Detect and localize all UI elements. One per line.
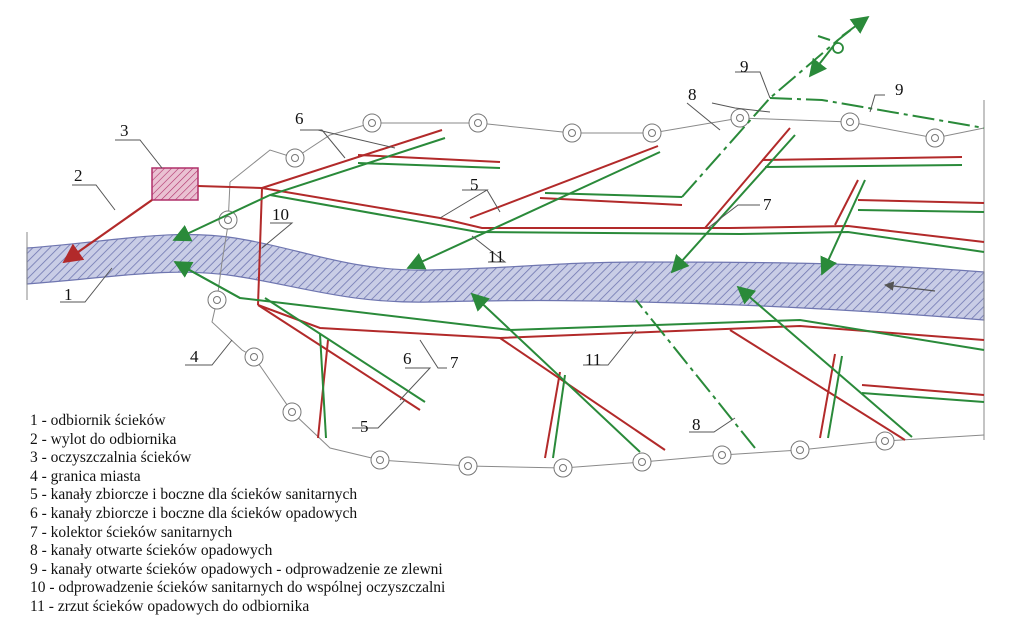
callout-10: 10 [272,205,289,224]
channel-node [832,42,844,54]
outflow-arrow [841,15,870,37]
legend-item: 6 - kanały zbiorcze i boczne dla ścieków… [30,504,358,522]
manhole-circle-icon [244,347,264,367]
sanitary-link-to-plant [197,185,263,189]
manhole-circle-icon [218,210,238,230]
manhole-circle-icon [362,113,382,133]
manhole-circle-icon [285,148,305,168]
manhole-circle-icon [282,402,302,422]
callout-8-a: 8 [688,85,697,104]
callout-11-a: 11 [488,247,504,266]
callout-8-b: 8 [692,415,701,434]
callout-2: 2 [74,166,83,185]
callout-9-a: 9 [740,57,749,76]
legend-item: 1 - odbiornik ścieków [30,412,166,429]
legend-item: 4 - granica miasta [30,467,141,485]
manhole-circle-icon [370,450,390,470]
callout-6-a: 6 [295,109,304,128]
legend: 1 - odbiornik ścieków 2 - wylot do odbio… [30,412,670,617]
callout-numbers: 1 2 3 4 5 5 5 6 6 7 7 7 8 8 9 9 10 11 11 [64,57,904,436]
river-receiver [26,233,985,321]
legend-item: 2 - wylot do odbiornika [30,430,177,448]
callout-7-a: 7 [763,195,772,214]
manhole-circle-icon [875,431,895,451]
manhole-circle-icon [712,445,732,465]
legend-item: 5 - kanały zbiorcze i boczne dla ścieków… [30,486,358,504]
treatment-plant-square-icon [151,167,199,201]
legend-item: 8 - kanały otwarte ścieków opadowych [30,542,273,560]
callout-6-b: 6 [403,349,412,368]
callout-11-b: 11 [585,350,601,369]
manhole-circle-icon [632,452,652,472]
manhole-circle-icon [730,108,750,128]
callout-5-b: 5 [360,417,369,436]
storm-discharge-arrow [173,261,241,299]
legend-item: 11 - zrzut ścieków opadowych do odbiorni… [30,597,310,615]
manhole-circle-icon [790,440,810,460]
manhole-circle-icon [840,112,860,132]
callout-7-b: 7 [450,353,459,372]
legend-item: 3 - oczyszczalnia ścieków [30,449,192,467]
callout-leaders [60,71,885,433]
manhole-circle-icon [458,456,478,476]
outlet-to-receiver [62,199,153,264]
callout-4: 4 [190,347,199,366]
callout-9-b: 9 [895,80,904,99]
manhole-circle-icon [925,128,945,148]
legend-item: 9 - kanały otwarte ścieków opadowych - o… [30,560,443,578]
callout-3: 3 [120,121,129,140]
callout-5-a: 5 [470,175,479,194]
manhole-circle-icon [207,290,227,310]
manhole-circle-icon [553,458,573,478]
legend-item: 7 - kolektor ścieków sanitarnych [30,523,233,541]
river-flow-arrow [884,281,936,292]
open-storm-channels [635,17,985,449]
manhole-circle-icon [468,113,488,133]
legend-item: 10 - odprowadzenie ścieków sanitarnych d… [30,579,446,597]
callout-1: 1 [64,285,73,304]
manhole-circle-icon [642,123,662,143]
manholes [207,108,945,478]
manhole-circle-icon [562,123,582,143]
